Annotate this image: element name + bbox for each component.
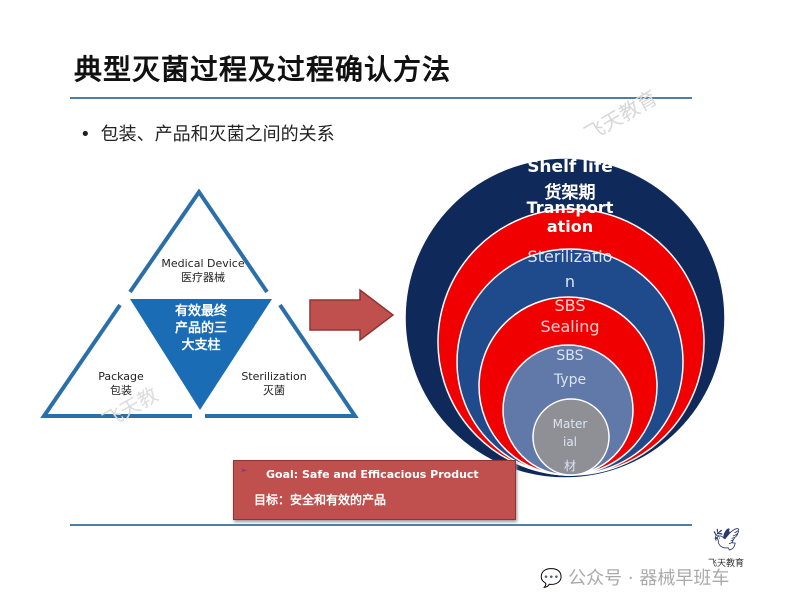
title-divider <box>70 97 692 99</box>
label-medical-device-zh: 医疗器械 <box>181 270 225 284</box>
circle-3-label: n <box>565 272 575 291</box>
center-text-1: 有效最终 <box>175 303 228 319</box>
circle-3-label: Sterilizatio <box>528 247 613 266</box>
bottom-divider <box>70 524 692 526</box>
footer-text: 公众号 · 器械早班车 <box>568 568 730 589</box>
label-sterilization-en: Sterilization <box>241 370 306 383</box>
circle-1-label: Shelf life <box>527 157 613 177</box>
bird-logo-icon: 🕊 <box>712 528 740 553</box>
label-medical-device-en: Medical Device <box>161 257 244 270</box>
circle-1-label: 货架期 <box>545 182 596 203</box>
circle-4-label: Sealing <box>541 317 600 336</box>
pillars-triangle <box>40 188 359 418</box>
bullet-item: •包装、产品和灭菌之间的关系 <box>80 124 335 145</box>
goal-box: ➢ Goal: Safe and Efficacious Product 目标：… <box>233 460 516 520</box>
center-text-3: 大支柱 <box>181 337 220 353</box>
circle-2-label: Transport <box>527 198 614 217</box>
goal-text-en: Goal: Safe and Efficacious Product <box>266 468 479 481</box>
circle-6-label: ial <box>563 435 577 449</box>
label-sterilization-zh: 灭菌 <box>263 384 285 397</box>
goal-text-zh: 目标：安全和有效的产品 <box>254 493 387 507</box>
circle-5-label: SBS <box>556 348 583 364</box>
circle-2-label: ation <box>547 217 593 236</box>
bullet-text: 包装、产品和灭菌之间的关系 <box>100 124 335 145</box>
circle-4-label: SBS <box>554 296 585 315</box>
center-triangle <box>130 299 272 410</box>
label-package-zh: 包装 <box>110 384 132 397</box>
triangle-right-outline <box>205 303 359 418</box>
triangle-left-outline <box>40 303 192 418</box>
triangle-top-outline <box>128 188 269 294</box>
footer-watermark: 💬 公众号 · 器械早班车 <box>540 564 729 590</box>
circle-6-label: 材 <box>564 459 576 473</box>
logo-text: 飞天教育 <box>708 559 745 569</box>
wechat-icon: 💬 <box>540 568 563 589</box>
circle-5-label: Type <box>553 372 586 388</box>
center-text-2: 产品的三 <box>175 320 227 336</box>
right-arrow-icon <box>309 288 395 342</box>
label-package-en: Package <box>98 370 144 383</box>
circle-6-label: Mater <box>553 417 588 431</box>
bullet-arrow-icon: ➢ <box>240 466 248 476</box>
circle-6 <box>532 398 610 476</box>
page-title: 典型灭菌过程及过程确认方法 <box>74 53 452 86</box>
